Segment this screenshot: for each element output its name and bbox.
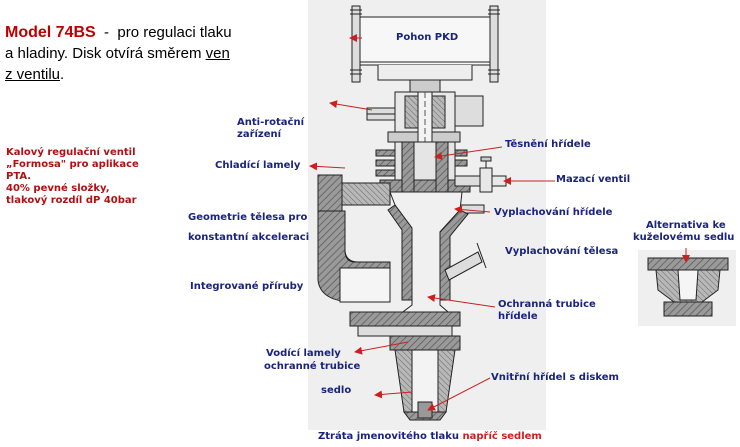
arrow xyxy=(374,390,413,399)
label-geom-2: konstantní akceleraci xyxy=(188,232,310,243)
label-geom-1: Geometrie tělesa pro xyxy=(188,212,308,223)
header-line2-underline: ven xyxy=(205,45,230,62)
arrow xyxy=(427,377,491,411)
arrow xyxy=(434,146,503,160)
label-vodici-1: Vodící lamely xyxy=(266,348,341,359)
lubricator xyxy=(454,156,530,214)
label-pohon: Pohon PKD xyxy=(396,32,459,43)
header-line3-end: . xyxy=(60,66,65,83)
label-ochranna-2: hřídele xyxy=(498,311,538,322)
label-alt-1: Alternativa ke xyxy=(646,220,726,231)
footer-part1: Ztráta jmenovitého tlaku xyxy=(318,431,463,442)
note-line: tlakový rozdíl dP 40bar xyxy=(6,195,137,206)
label-sedlo: sedlo xyxy=(321,385,352,396)
label-vodici-2: ochranné trubice xyxy=(264,361,361,372)
arrow xyxy=(354,341,409,355)
label-antirot-2: zařízení xyxy=(237,129,282,140)
actuator xyxy=(350,5,500,93)
header-line2: a hladiny. Disk otvírá směrem xyxy=(5,45,206,62)
arrow xyxy=(329,100,373,111)
arrow xyxy=(427,294,496,308)
arrow xyxy=(454,205,491,214)
bonnet xyxy=(375,141,471,198)
footer-part2: napříč sedlem xyxy=(462,431,542,442)
label-vyplach-hridele: Vyplachování hřídele xyxy=(494,207,613,218)
label-vnitrni: Vnitřní hřídel s diskem xyxy=(491,372,619,383)
label-alt-2: kuželovému sedlu xyxy=(633,232,735,243)
note-line: „Formosa" pro aplikace xyxy=(6,159,139,170)
label-antirot-1: Anti-rotační xyxy=(237,117,305,128)
header-line1: - pro regulaci tlaku xyxy=(95,24,232,41)
label-ochranna-1: Ochranná trubice xyxy=(498,299,596,310)
label-tesneni: Těsnění hřídele xyxy=(505,139,591,150)
header-line3-underline: z ventilu xyxy=(5,66,61,83)
note-line: PTA. xyxy=(6,171,32,182)
arrows xyxy=(309,34,690,411)
application-note: Kalový regulační ventil „Formosa" pro ap… xyxy=(6,147,139,207)
label-vyplach-telesa: Vyplachování tělesa xyxy=(505,246,619,257)
model-label: Model 74BS xyxy=(5,24,96,41)
label-priruby: Integrované příruby xyxy=(190,281,304,292)
alt-seat-drawing xyxy=(638,250,736,326)
label-mazaci: Mazací ventil xyxy=(556,174,631,185)
valve-body xyxy=(349,191,487,337)
protective-tube xyxy=(389,335,461,421)
note-line: 40% pevné složky, xyxy=(6,183,110,194)
label-chladici: Chladící lamely xyxy=(215,160,301,171)
note-line: Kalový regulační ventil xyxy=(6,147,136,158)
footer-caption: Ztráta jmenovitého tlaku napříč sedlem xyxy=(318,431,542,442)
inlet-flange xyxy=(317,174,391,303)
arrow xyxy=(309,162,346,171)
